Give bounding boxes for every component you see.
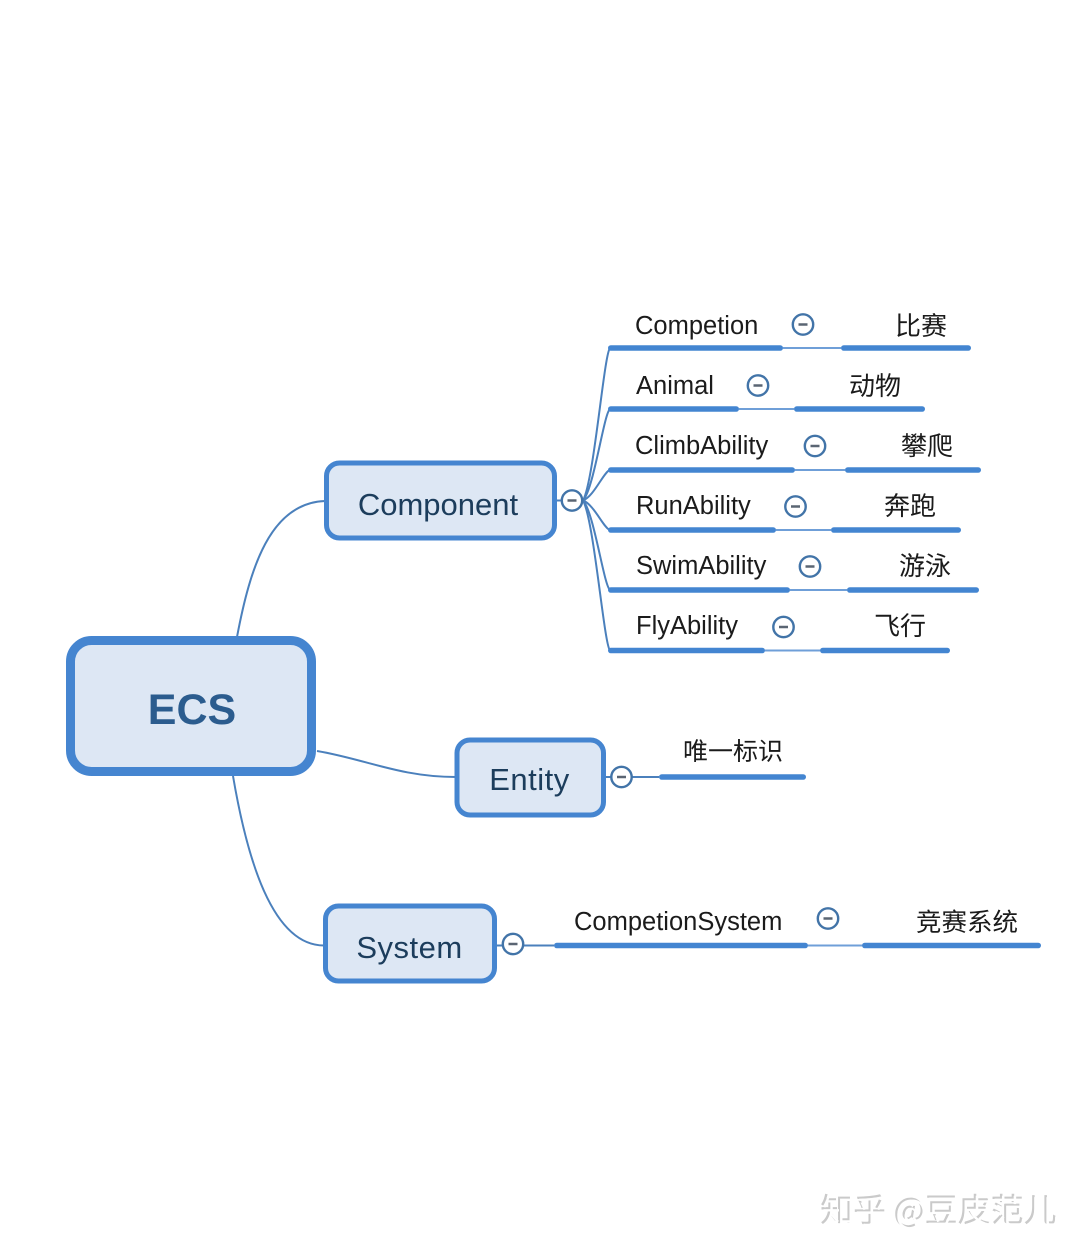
svg-text:Competion: Competion bbox=[635, 312, 758, 340]
svg-text:CompetionSystem: CompetionSystem bbox=[574, 908, 782, 936]
svg-text:Component: Component bbox=[358, 487, 519, 522]
svg-text:Entity: Entity bbox=[489, 762, 570, 797]
svg-text:ECS: ECS bbox=[148, 686, 236, 734]
svg-text:FlyAbility: FlyAbility bbox=[636, 612, 738, 640]
svg-text:RunAbility: RunAbility bbox=[636, 492, 751, 520]
svg-text:System: System bbox=[356, 930, 462, 965]
svg-text:Animal: Animal bbox=[636, 372, 714, 400]
svg-text:ClimbAbility: ClimbAbility bbox=[635, 432, 768, 460]
svg-text:SwimAbility: SwimAbility bbox=[636, 552, 767, 580]
